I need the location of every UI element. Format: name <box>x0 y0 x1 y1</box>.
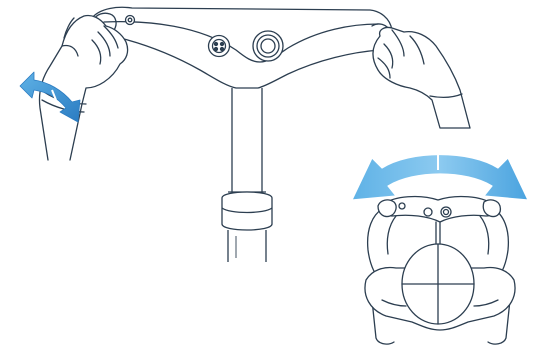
right-hand-icon <box>373 27 470 128</box>
handlebar-icon <box>91 7 392 88</box>
stem-icon <box>222 88 272 262</box>
rotate-arrow-large-icon <box>352 154 528 200</box>
rider-top-view-icon <box>365 197 515 345</box>
